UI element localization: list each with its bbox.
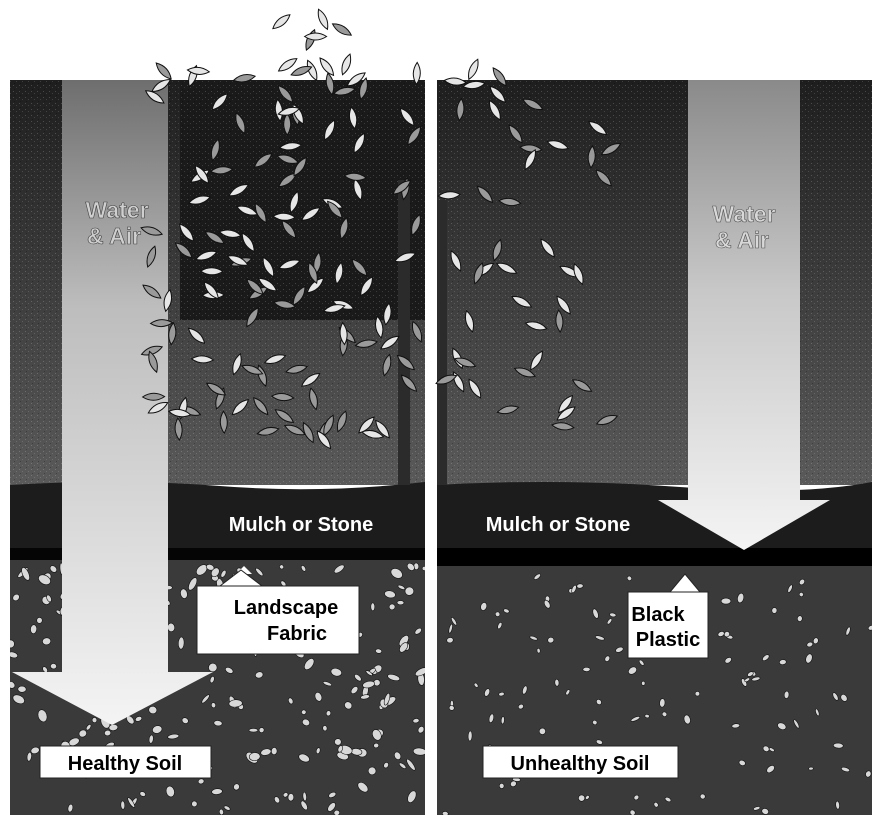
soil-pebble: [50, 663, 57, 669]
soil-pebble: [249, 728, 258, 732]
leaf: [317, 56, 336, 78]
landscape-fabric-label-line1: Landscape: [234, 597, 338, 619]
right-sky-noise: [437, 80, 872, 485]
soil-pebble: [833, 743, 843, 749]
soil-pebble: [371, 603, 375, 611]
soil-pebble: [695, 691, 700, 696]
unhealthy-soil-label: Unhealthy Soil: [511, 753, 650, 775]
leaf: [271, 12, 293, 31]
soil-pebble: [271, 747, 277, 754]
soil-pebble: [642, 681, 646, 685]
soil-pebble: [214, 720, 223, 726]
soil-pebble: [501, 716, 505, 724]
soil-pebble: [468, 731, 473, 741]
leaf: [339, 53, 353, 76]
soil-pebble: [771, 607, 777, 614]
soil-pebble: [30, 624, 37, 634]
left-mulch-label: Mulch or Stone: [229, 514, 373, 536]
black-plastic-label-line2: Plastic: [636, 629, 700, 651]
soil-pebble: [577, 584, 584, 589]
soil-pebble: [109, 724, 119, 731]
soil-pebble: [7, 640, 15, 648]
left-panel: Water & Air Mulch or Stone Landscape Fab…: [6, 8, 429, 815]
soil-pebble: [405, 587, 414, 596]
left-arrow-label-air: & Air: [87, 223, 141, 249]
landscape-fabric-label-line2: Fabric: [267, 623, 327, 645]
panel-divider: [425, 70, 437, 815]
soil-pebble: [211, 702, 216, 708]
right-tree-trunk: [437, 200, 447, 485]
soil-pebble: [104, 730, 111, 736]
right-arrow-label-air: & Air: [715, 227, 769, 253]
soil-pebble: [397, 601, 404, 605]
soil-pebble: [37, 617, 43, 623]
leaf: [315, 8, 330, 31]
soil-pebble: [779, 659, 787, 665]
tree-trunk: [398, 180, 410, 485]
right-mulch-label: Mulch or Stone: [486, 514, 630, 536]
soil-pebble: [18, 686, 27, 693]
healthy-soil-label: Healthy Soil: [68, 753, 182, 775]
black-plastic-label-line1: Black: [631, 604, 685, 626]
soil-pebble: [322, 725, 327, 731]
soil-pebble: [583, 667, 590, 671]
right-black-plastic: [437, 548, 872, 566]
soil-pebble: [784, 691, 790, 699]
soil-pebble: [178, 637, 184, 649]
soil-pebble: [121, 801, 126, 810]
leaf: [331, 21, 353, 38]
left-arrow-label-water: Water: [85, 197, 148, 223]
soil-pebble: [659, 698, 665, 707]
soil-pebble: [373, 743, 379, 748]
soil-pebble: [721, 598, 731, 604]
soil-pebble: [809, 767, 814, 770]
soil-pebble: [578, 795, 584, 801]
soil-pebble: [499, 783, 504, 789]
right-panel: Water & Air Mulch or Stone Black Plastic…: [435, 58, 872, 815]
soil-pebble: [555, 679, 560, 686]
soil-pebble: [191, 801, 197, 808]
soil-pebble: [288, 793, 294, 801]
leaf: [154, 61, 174, 82]
right-arrow-label-water: Water: [712, 201, 775, 227]
leaf: [466, 58, 481, 81]
soil-pebble: [537, 648, 541, 653]
